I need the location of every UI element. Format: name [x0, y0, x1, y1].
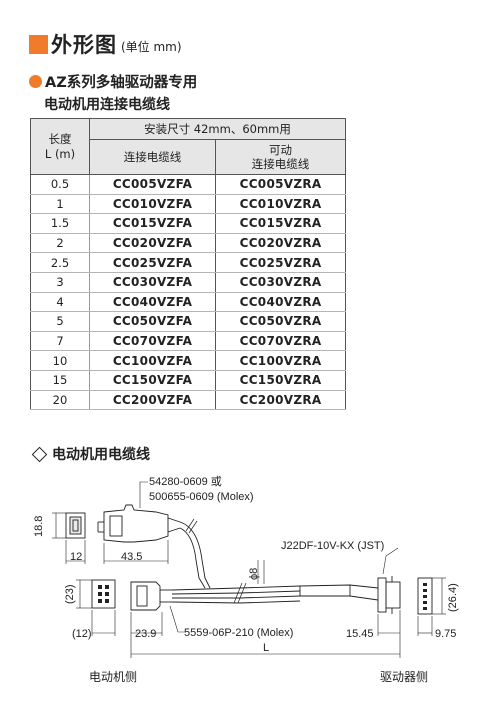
flex-cable-code-cell: CC005VZRA: [215, 174, 346, 195]
cable-code-cell: CC070VZFA: [88, 330, 217, 352]
section-subtitle: 电动机用连接电缆线: [44, 97, 170, 113]
section2-heading: 电动机用电缆线: [31, 444, 150, 464]
unit-note: (单位 mm): [121, 40, 182, 54]
motor-connector-end-view: [65, 512, 86, 539]
length-cell: 0.5: [30, 174, 90, 195]
part-right: J22DF-10V-KX (JST): [281, 540, 384, 552]
dim-12: 12: [70, 551, 82, 563]
page-title: 外形图: [51, 33, 117, 57]
length-header-cell: 长度 L (m): [30, 118, 90, 175]
cable-code-cell: CC200VZFA: [88, 389, 217, 411]
page-header: 外形图 (单位 mm): [29, 31, 182, 57]
label-driver-side: 驱动器侧: [380, 670, 428, 684]
dim-18-8: 18.8: [33, 516, 45, 537]
dim-9-75: 9.75: [435, 628, 456, 640]
motor-connector-top: [103, 504, 169, 543]
length-header: 长度: [48, 131, 72, 146]
section2-title: 电动机用电缆线: [52, 447, 150, 463]
flex-cable-code-cell: CC200VZRA: [215, 389, 346, 411]
flex-cable-code-cell: CC030VZRA: [215, 271, 346, 293]
label-motor-side: 电动机侧: [89, 670, 137, 684]
part-top-2: 500655-0609 (Molex): [149, 491, 254, 503]
cable-code-cell: CC040VZFA: [88, 291, 217, 313]
dim-23-9: 23.9: [135, 628, 156, 640]
cable-table: 长度 L (m) 安装尺寸 42mm、60mm用 连接电缆线 可动 连接电缆线 …: [30, 118, 346, 411]
driver-connector-side: [377, 577, 387, 613]
col-header-cable: 连接电缆线: [88, 139, 217, 175]
length-unit: L (m): [44, 146, 76, 161]
part-top-1: 54280-0609 或: [149, 475, 222, 488]
dim-15-45: 15.45: [346, 628, 374, 640]
orange-square-icon: [29, 34, 48, 54]
section-title: AZ系列多轴驱动器专用: [45, 75, 198, 91]
flex-cable-code-cell: CC040VZRA: [215, 291, 346, 313]
col-header-flex-line1: 可动: [269, 143, 293, 157]
cable-code-cell: CC025VZFA: [88, 252, 217, 273]
dim-26-4: (26.4): [447, 583, 459, 612]
orange-dot-icon: [29, 75, 42, 88]
col-header-flex-cable: 可动 连接电缆线: [215, 139, 346, 175]
motor-plug-side: [130, 581, 161, 611]
motor-plug-end-view: [91, 579, 116, 609]
section-heading: AZ系列多轴驱动器专用: [29, 71, 197, 92]
length-cell: 20: [30, 389, 90, 411]
driver-connector-end-view: [417, 577, 433, 615]
dim-43-5: 43.5: [121, 551, 142, 563]
length-cell: 1.5: [30, 213, 90, 234]
cable-code-cell: CC100VZFA: [88, 350, 217, 371]
cable-code-cell: CC015VZFA: [88, 213, 217, 234]
flex-cable-code-cell: CC025VZRA: [215, 252, 346, 273]
cable-code-cell: CC050VZFA: [88, 311, 217, 332]
dim-L: L: [263, 642, 269, 654]
cable-code-cell: CC020VZFA: [88, 232, 217, 254]
dim-12-paren: (12): [72, 628, 92, 640]
col-header-flex-line2: 连接电缆线: [251, 157, 310, 171]
flex-cable-code-cell: CC010VZRA: [215, 193, 346, 215]
length-cell: 15: [30, 369, 90, 391]
dim-23: (23): [64, 584, 76, 604]
dim-phi8: ϕ8: [248, 568, 260, 580]
part-bottom: 5559-06P-210 (Molex): [184, 627, 293, 639]
